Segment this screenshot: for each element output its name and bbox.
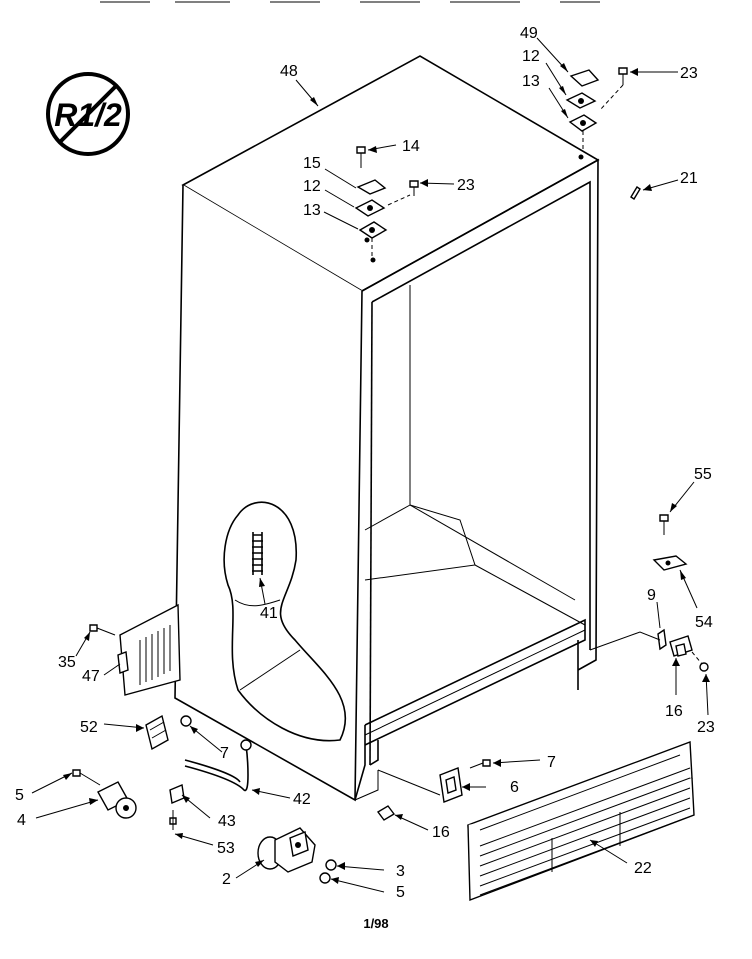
part-4-caster xyxy=(97,781,137,819)
part-53-screw xyxy=(169,810,177,830)
callout-3: 3 xyxy=(396,863,405,880)
part-2-motor xyxy=(257,827,316,873)
callout-7-left: 7 xyxy=(220,745,229,762)
part-9-shim xyxy=(657,628,667,651)
callout-5: 5 xyxy=(15,787,24,804)
callout-55: 55 xyxy=(694,466,712,483)
part-16-hinge-right xyxy=(589,631,709,672)
callout-23: 23 xyxy=(680,65,698,82)
callout-23-lower: 23 xyxy=(697,719,715,736)
part-7-screw-right xyxy=(469,759,491,769)
part-47-bracket xyxy=(117,603,181,696)
callout-12-left: 12 xyxy=(303,178,321,195)
callout-47: 47 xyxy=(82,668,100,685)
leader-arrowheads xyxy=(63,63,710,884)
callout-14: 14 xyxy=(402,138,420,155)
callout-6: 6 xyxy=(510,779,519,796)
callout-labels: 48 49 12 13 23 14 15 12 23 13 21 55 54 9… xyxy=(15,25,715,901)
callout-49: 49 xyxy=(520,25,538,42)
footer-date-code: 1/98 xyxy=(363,916,388,931)
top-hinge-left xyxy=(354,146,419,263)
callout-54: 54 xyxy=(695,614,713,631)
refrigerator-cabinet xyxy=(174,55,600,802)
callout-13-left: 13 xyxy=(303,202,321,219)
callout-52: 52 xyxy=(80,719,98,736)
part-52-clip xyxy=(145,714,192,751)
part-42-tube xyxy=(184,739,252,791)
part-55-screw xyxy=(659,514,669,535)
part-21-pin xyxy=(630,186,641,200)
part-41-spring xyxy=(252,532,263,575)
callout-16-right: 16 xyxy=(665,703,683,720)
part-22-grille xyxy=(467,741,695,902)
callout-35: 35 xyxy=(58,654,76,671)
callout-48: 48 xyxy=(280,63,298,80)
part-16-hinge-block xyxy=(376,805,396,821)
callout-53: 53 xyxy=(217,840,235,857)
callout-7-right: 7 xyxy=(547,754,556,771)
callout-21: 21 xyxy=(680,170,698,187)
callout-42: 42 xyxy=(293,791,311,808)
part-5-screw xyxy=(72,769,101,786)
callout-23-left: 23 xyxy=(457,177,475,194)
callout-9: 9 xyxy=(647,587,656,604)
callout-22: 22 xyxy=(634,860,652,877)
callout-15: 15 xyxy=(303,155,321,172)
top-hinge-right xyxy=(565,67,628,150)
callout-12: 12 xyxy=(522,48,540,65)
r-half-badge: R1/2 xyxy=(46,72,130,156)
callout-2: 2 xyxy=(222,871,231,888)
part-5-screw-lower xyxy=(319,872,331,884)
part-35-screw xyxy=(89,624,116,636)
part-43-bracket xyxy=(169,784,185,804)
callout-41: 41 xyxy=(260,605,278,622)
callout-4: 4 xyxy=(17,812,26,829)
part-3-screw xyxy=(325,859,337,871)
callout-13: 13 xyxy=(522,73,540,90)
callout-16-lower: 16 xyxy=(432,824,450,841)
part-54-bracket xyxy=(652,555,688,571)
callout-5-lower: 5 xyxy=(396,884,405,901)
part-6-hinge xyxy=(377,767,463,803)
badge-text: R1/2 xyxy=(54,97,122,133)
side-cutout xyxy=(223,501,347,742)
callout-43: 43 xyxy=(218,813,236,830)
